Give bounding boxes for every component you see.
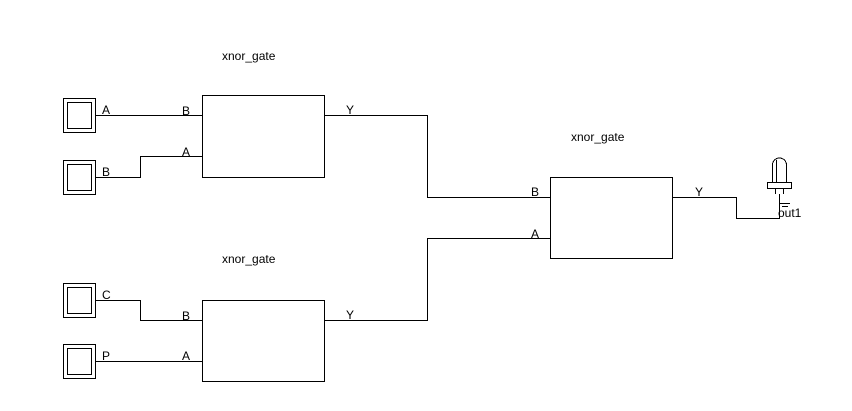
gate1-pin-y: Y xyxy=(346,103,354,117)
wire-b-to-gate1 xyxy=(96,156,202,178)
gate1-title: xnor_gate xyxy=(222,49,276,63)
xnor-gate-1[interactable] xyxy=(202,95,325,178)
gate3-pin-a: A xyxy=(531,227,539,241)
xnor-gate-3[interactable] xyxy=(550,177,673,259)
input-switch-p[interactable] xyxy=(63,344,96,379)
xnor-gate-2[interactable] xyxy=(202,300,325,382)
gate2-pin-a: A xyxy=(182,349,190,363)
wire-gate1-to-gate3 xyxy=(325,115,550,198)
gate2-pin-b: B xyxy=(182,309,190,323)
input-switch-b[interactable] xyxy=(63,160,96,195)
gate1-pin-a: A xyxy=(182,145,190,159)
gate2-pin-y: Y xyxy=(346,308,354,322)
led-icon[interactable] xyxy=(767,157,792,219)
wire-gate3-to-output xyxy=(673,197,779,219)
wire-c-to-gate2 xyxy=(96,300,202,321)
input-label-p: P xyxy=(102,349,110,363)
input-label-b: B xyxy=(102,165,110,179)
gate3-pin-b: B xyxy=(531,185,539,199)
input-label-c: C xyxy=(102,288,111,302)
input-label-a: A xyxy=(102,103,110,117)
wire-gate2-to-gate3 xyxy=(325,238,550,321)
gate3-title: xnor_gate xyxy=(571,130,625,144)
output-label: out1 xyxy=(778,206,802,220)
input-switch-c[interactable] xyxy=(63,283,96,318)
gate1-pin-b: B xyxy=(182,104,190,118)
gate2-title: xnor_gate xyxy=(222,252,276,266)
gate3-pin-y: Y xyxy=(695,185,703,199)
input-switch-a[interactable] xyxy=(63,98,96,133)
